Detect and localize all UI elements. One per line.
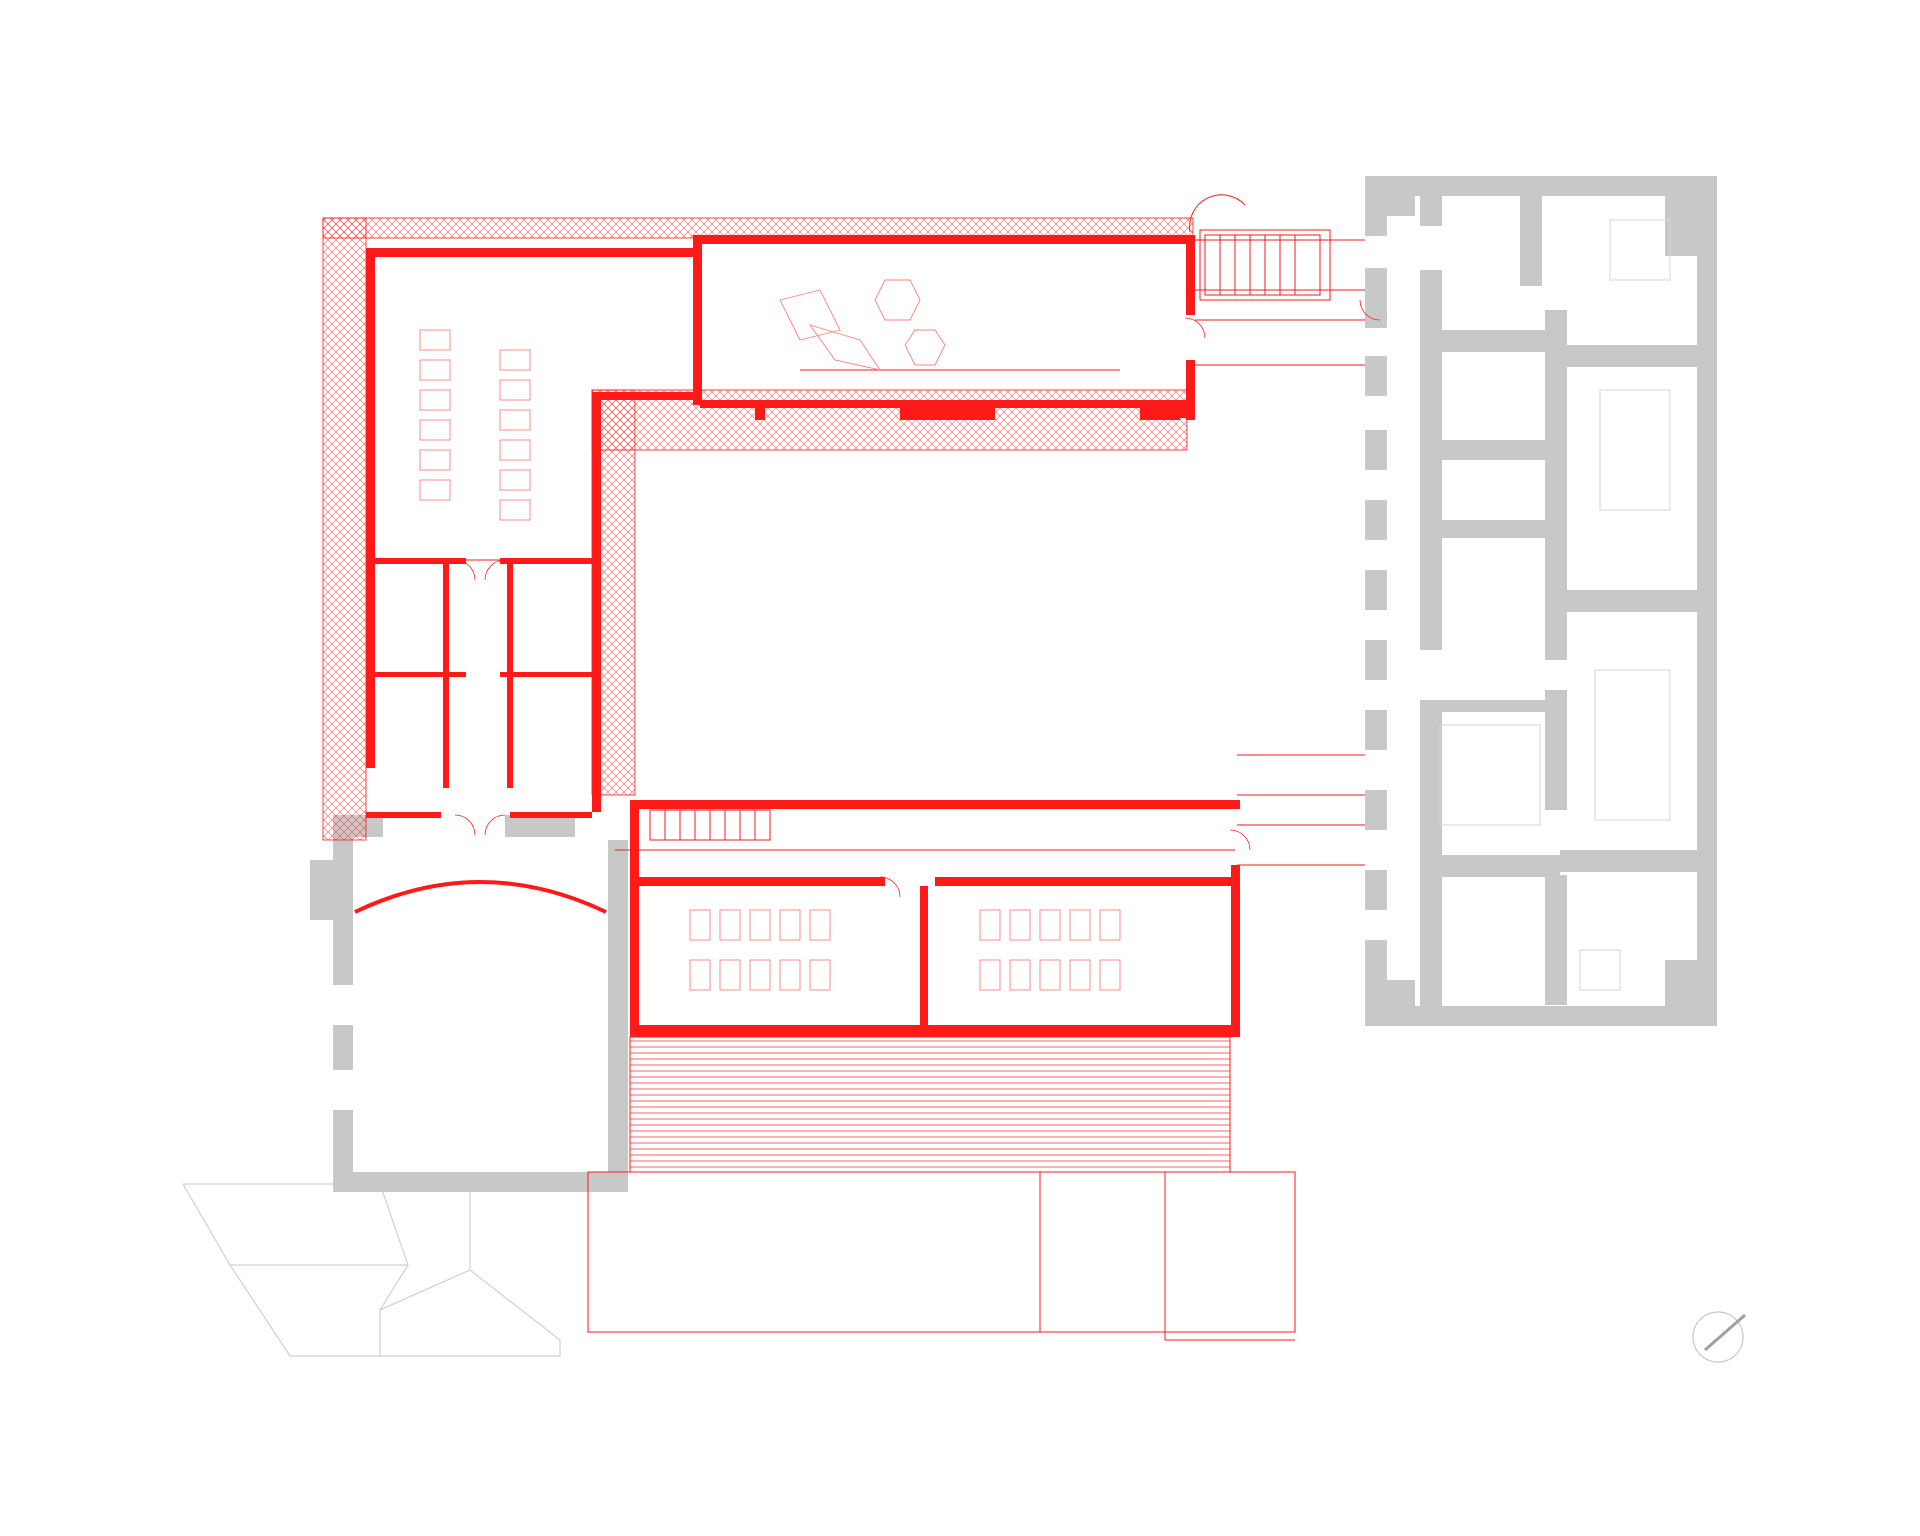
south-stair bbox=[649, 809, 771, 841]
existing-building-right bbox=[1365, 176, 1717, 1026]
new-construction-layer bbox=[322, 194, 1381, 1341]
left-hall-window-1 bbox=[333, 985, 353, 1025]
new-thick-walls bbox=[366, 235, 1240, 1037]
context-roof-left bbox=[182, 1183, 409, 1357]
existing-building-furniture bbox=[1439, 219, 1671, 991]
classroom-desks bbox=[689, 909, 1121, 991]
north-arrow-icon bbox=[1692, 1311, 1746, 1363]
left-hall-vault bbox=[354, 880, 607, 914]
north-stair bbox=[1189, 194, 1321, 296]
studio-desks bbox=[419, 279, 946, 521]
existing-building-left bbox=[310, 815, 628, 1192]
south-deck bbox=[629, 1036, 1231, 1173]
hatched-roof-edge bbox=[322, 217, 1194, 841]
left-hall-window-2 bbox=[333, 1070, 353, 1110]
door-swings bbox=[454, 299, 1381, 898]
context-layer bbox=[182, 1183, 561, 1357]
